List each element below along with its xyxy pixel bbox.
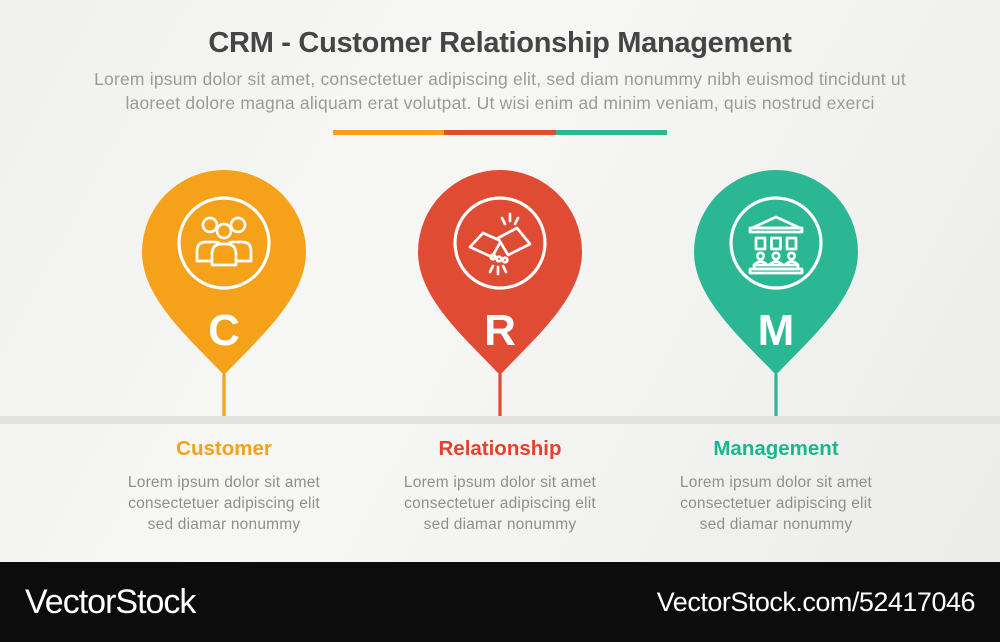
label-description-line: Lorem ipsum dolor sit amet <box>127 474 321 491</box>
label-description-line: Lorem ipsum dolor sit amet <box>403 474 597 491</box>
people-group-icon <box>195 216 253 267</box>
label-title: Management <box>713 437 839 460</box>
label-block-management: Management Lorem ipsum dolor sit amet co… <box>636 437 916 535</box>
label-description-line: consectetuer adipiscing elit <box>404 495 596 512</box>
subtitle-line-2: laoreet dolore magna aliquam erat volutp… <box>125 93 875 113</box>
page-title: CRM - Customer Relationship Management <box>208 27 792 59</box>
icon-ring <box>729 196 823 290</box>
balloon-pin-graphic: R <box>418 170 582 416</box>
bank-building-icon <box>748 215 804 275</box>
vectorstock-logo: VectorStock <box>25 582 196 621</box>
label-description-line: Lorem ipsum dolor sit amet <box>679 474 873 491</box>
balloon-pin-graphic: C <box>142 170 306 416</box>
label-block-customer: Customer Lorem ipsum dolor sit amet cons… <box>84 437 364 535</box>
label-description-line: sed diamar nonummy <box>699 516 853 533</box>
divider-segment-orange <box>333 130 445 135</box>
balloon-pin-management: M <box>694 170 858 416</box>
timeline-band <box>0 416 1000 424</box>
divider-segment-red <box>444 130 556 135</box>
balloon-pin-graphic: M <box>694 170 858 416</box>
label-block-relationship: Relationship Lorem ipsum dolor sit amet … <box>360 437 640 535</box>
icon-ring <box>453 196 547 290</box>
pin-letter: C <box>208 306 240 355</box>
label-title: Relationship <box>438 437 562 460</box>
icon-ring <box>177 196 271 290</box>
balloon-pin-customer: C <box>142 170 306 416</box>
label-title: Customer <box>176 437 272 460</box>
pin-letter: R <box>484 306 516 355</box>
divider-segment-teal <box>555 130 667 135</box>
pin-letter: M <box>758 306 795 355</box>
handshake-icon <box>468 212 532 276</box>
watermark-bar: VectorStock VectorStock.com/52417046 <box>0 562 1000 642</box>
label-description-line: consectetuer adipiscing elit <box>680 495 872 512</box>
label-description-line: sed diamar nonummy <box>147 516 301 533</box>
tricolor-divider <box>333 130 667 135</box>
label-description-line: sed diamar nonummy <box>423 516 577 533</box>
watermark-site-ref: VectorStock.com/52417046 <box>656 586 976 617</box>
subtitle-line-1: Lorem ipsum dolor sit amet, consectetuer… <box>94 69 906 89</box>
label-description-line: consectetuer adipiscing elit <box>128 495 320 512</box>
balloon-pin-relationship: R <box>418 170 582 416</box>
